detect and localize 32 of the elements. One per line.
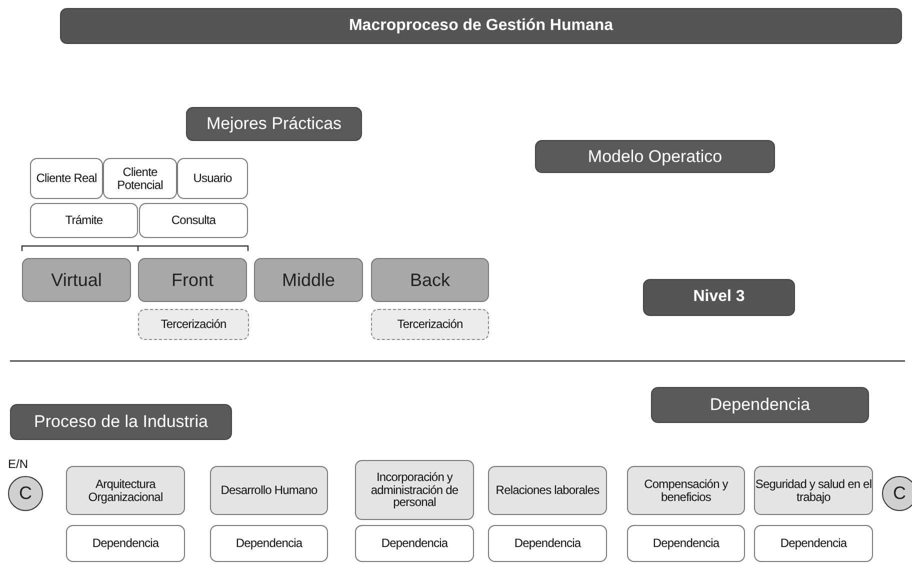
dashed-box: Tercerización bbox=[371, 309, 489, 340]
channel-box: Front bbox=[138, 258, 247, 302]
channel-box: Virtual bbox=[22, 258, 131, 302]
category-box: Consulta bbox=[139, 203, 248, 238]
process-box: Desarrollo Humano bbox=[210, 466, 328, 515]
category-box: Cliente Real bbox=[30, 158, 103, 199]
dependency-box: Dependencia bbox=[488, 525, 607, 562]
marker-label: E/N bbox=[8, 457, 28, 471]
channel-box: Back bbox=[371, 258, 489, 302]
circle-marker: C bbox=[8, 476, 43, 511]
dashed-box: Tercerización bbox=[138, 309, 249, 340]
dependency-box: Dependencia bbox=[210, 525, 328, 562]
banner: Macroproceso de Gestión Humana bbox=[60, 8, 902, 44]
category-box: Cliente Potencial bbox=[103, 158, 177, 199]
process-box: Seguridad y salud en el trabajo bbox=[754, 466, 873, 515]
heading-box: Proceso de la Industria bbox=[10, 404, 232, 440]
heading-box: Mejores Prácticas bbox=[186, 107, 362, 141]
process-box: Compensación y beneficios bbox=[627, 466, 745, 515]
dependency-box: Dependencia bbox=[627, 525, 745, 562]
category-box: Trámite bbox=[30, 203, 138, 238]
dependency-box: Dependencia bbox=[754, 525, 873, 562]
channel-box: Middle bbox=[254, 258, 363, 302]
circle-marker: C bbox=[882, 476, 912, 511]
dependency-box: Dependencia bbox=[66, 525, 185, 562]
process-box: Relaciones laborales bbox=[488, 466, 607, 515]
heading-box: Dependencia bbox=[651, 387, 869, 423]
category-box: Usuario bbox=[177, 158, 248, 199]
heading-box: Modelo Operatico bbox=[535, 140, 775, 173]
level-box: Nivel 3 bbox=[643, 279, 795, 316]
process-box: Arquitectura Organizacional bbox=[66, 466, 185, 515]
process-box: Incorporación y administración de personal bbox=[355, 460, 474, 520]
dependency-box: Dependencia bbox=[355, 525, 474, 562]
